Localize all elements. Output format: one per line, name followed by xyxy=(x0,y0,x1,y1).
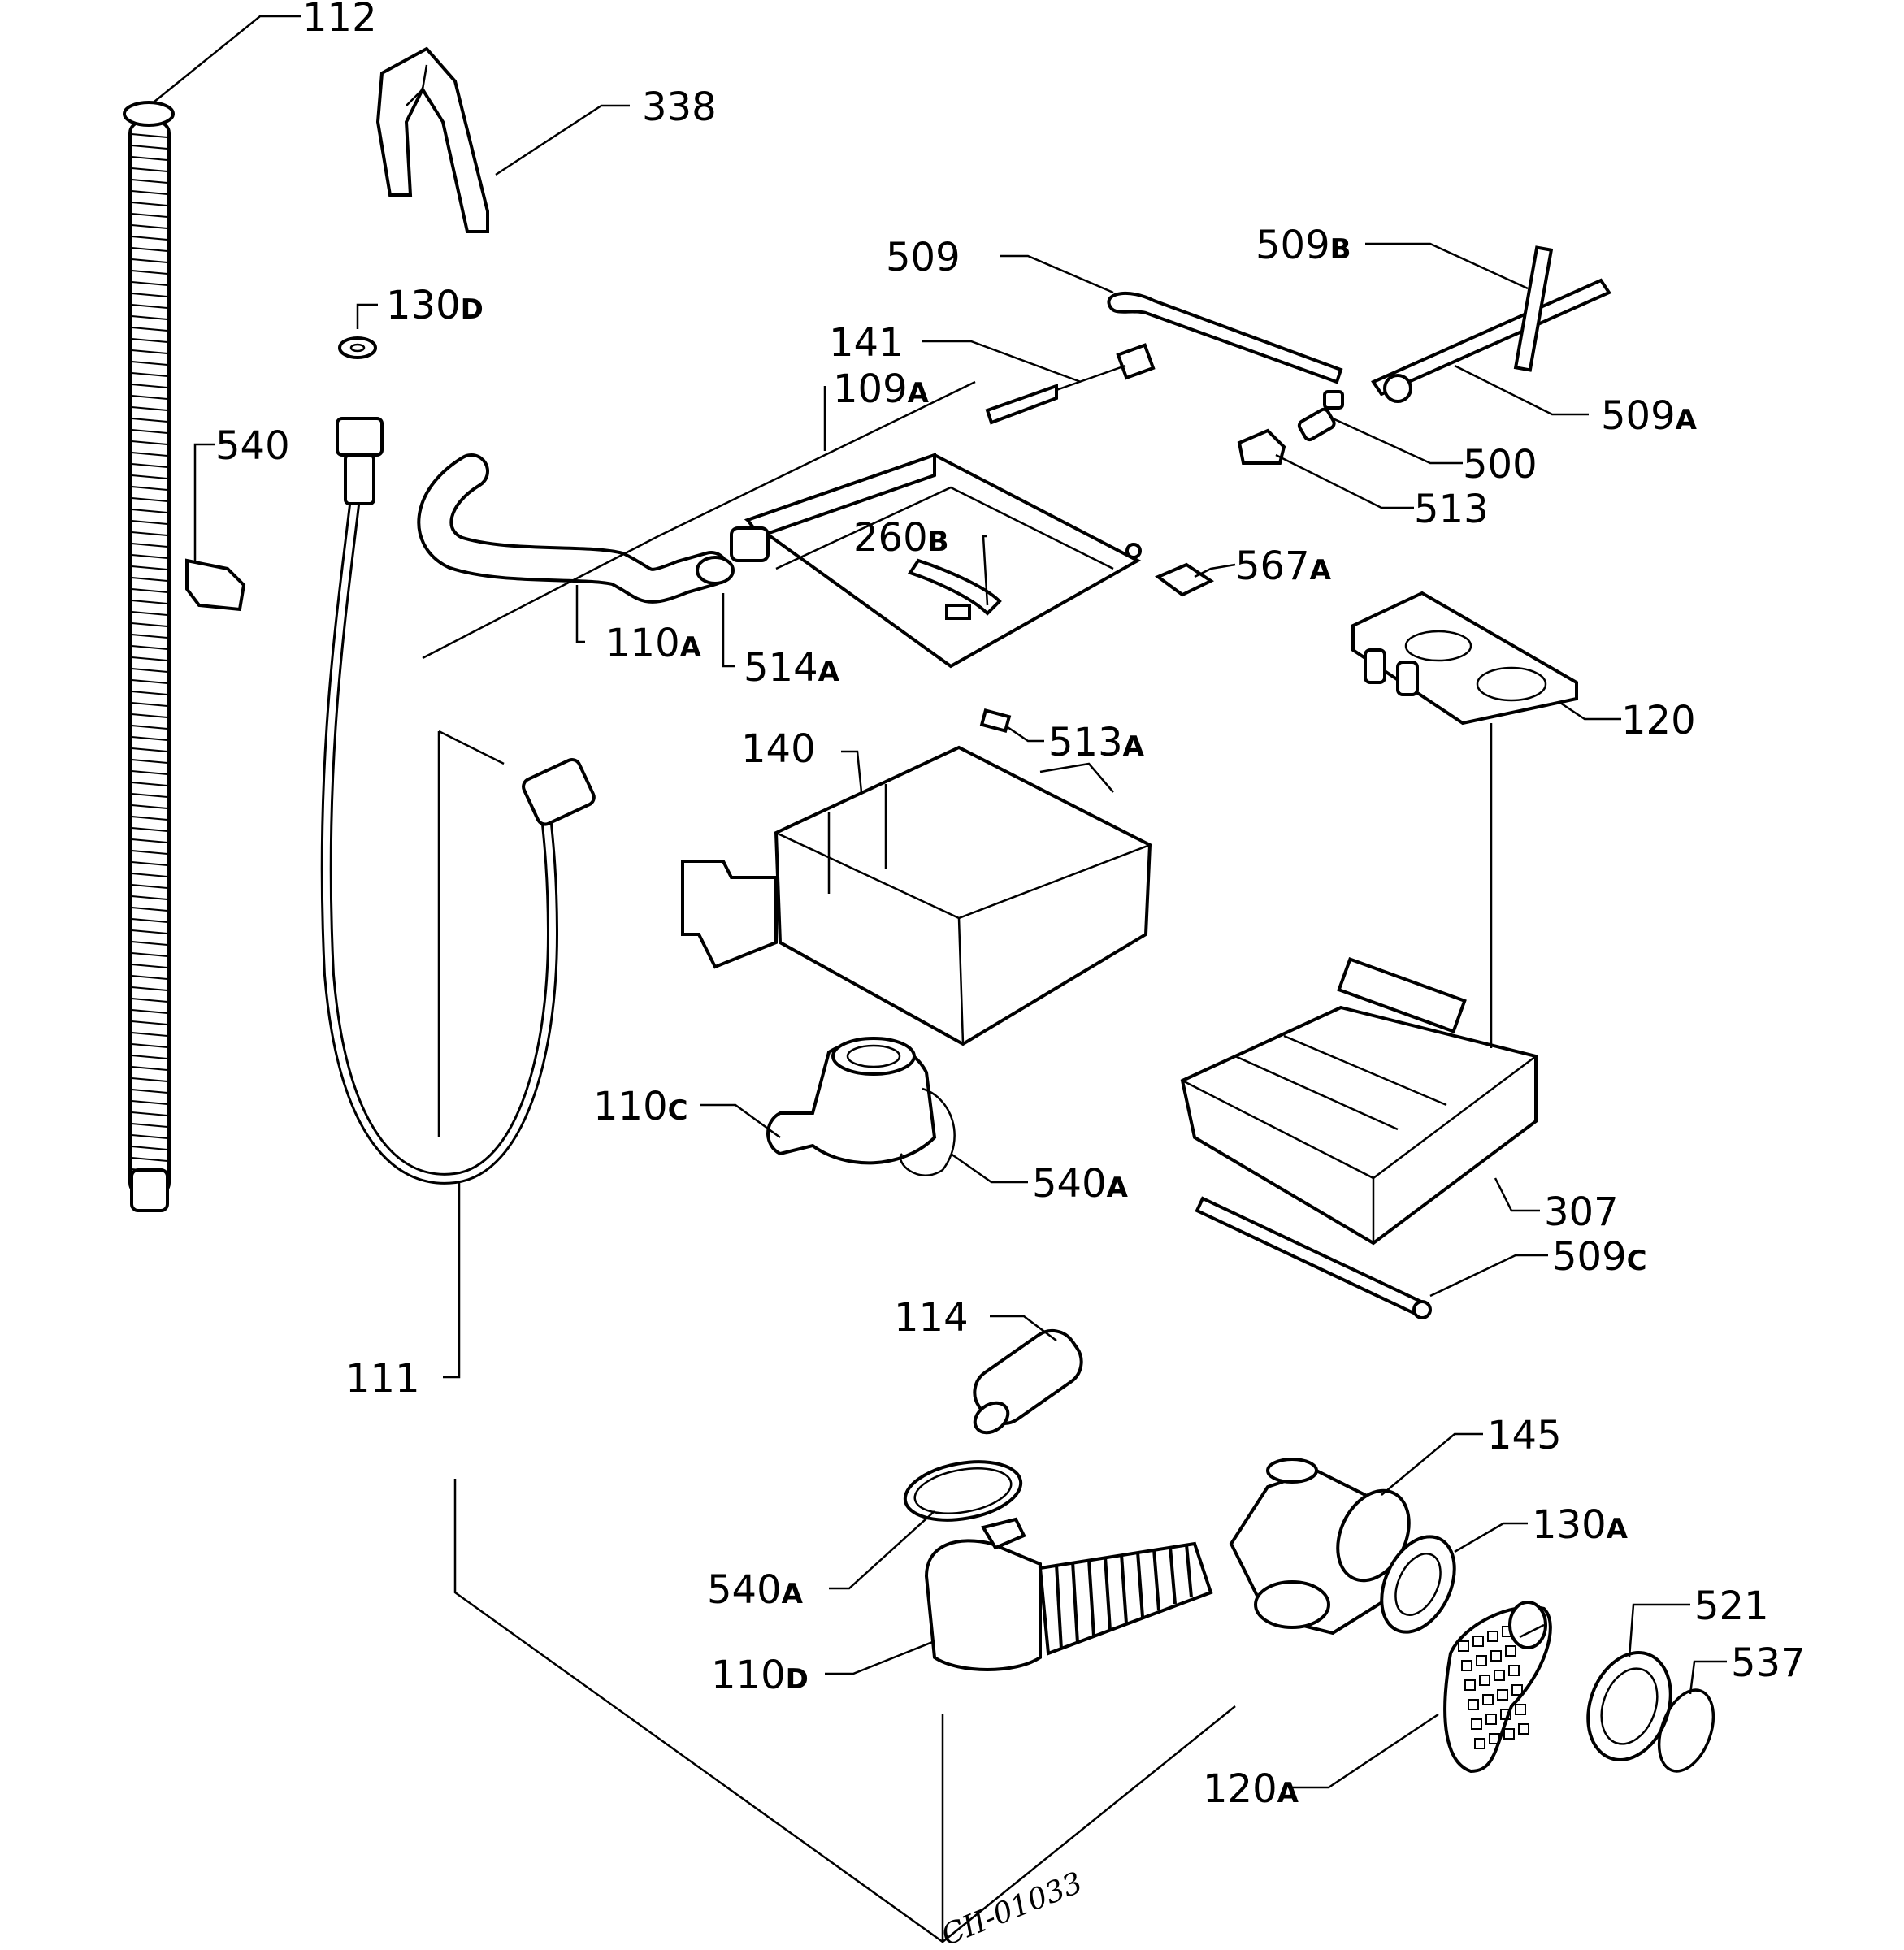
part-509c-rod xyxy=(1195,1196,1432,1320)
part-114-sensor xyxy=(973,1328,1083,1435)
label-540a-top: 540A xyxy=(1032,1161,1129,1207)
part-513-bracket xyxy=(1237,428,1286,465)
label-307: 307 xyxy=(1544,1190,1619,1235)
part-500-pin xyxy=(1297,390,1344,442)
label-537: 537 xyxy=(1731,1640,1806,1686)
label-540: 540 xyxy=(215,423,290,469)
label-540a-bottom: 540A xyxy=(707,1567,804,1613)
part-513a-clip xyxy=(979,708,1012,734)
part-110c-elbow xyxy=(766,1037,956,1176)
part-509-lever xyxy=(1107,291,1343,384)
label-109a: 109A xyxy=(833,366,930,412)
label-513a: 513A xyxy=(1048,720,1145,765)
part-120-dispenser-lid xyxy=(1351,591,1578,726)
label-260b: 260B xyxy=(853,515,949,561)
part-130d-washer xyxy=(338,336,377,359)
label-338: 338 xyxy=(642,84,717,130)
label-141: 141 xyxy=(829,320,904,366)
label-509c: 509C xyxy=(1552,1234,1647,1280)
label-509b: 509B xyxy=(1256,223,1351,268)
part-120a-filter xyxy=(1443,1601,1552,1774)
label-112: 112 xyxy=(302,0,377,41)
part-540-clip xyxy=(185,558,246,612)
label-130a: 130A xyxy=(1532,1502,1629,1548)
label-120a: 120A xyxy=(1203,1766,1299,1812)
part-141-sensor xyxy=(985,343,1156,425)
label-130d: 130D xyxy=(386,283,484,328)
label-114: 114 xyxy=(894,1295,969,1341)
leader-lines xyxy=(154,15,1727,1789)
part-509a-rod xyxy=(1371,245,1611,403)
part-110a-hose xyxy=(417,453,729,604)
label-145: 145 xyxy=(1487,1413,1562,1458)
label-509a: 509A xyxy=(1601,393,1698,439)
part-140-dispenser-housing xyxy=(681,745,1152,1046)
drawing-code: CII-01033 xyxy=(937,1866,1087,1950)
label-509: 509 xyxy=(886,235,961,280)
label-110d: 110D xyxy=(711,1653,809,1698)
label-500: 500 xyxy=(1463,442,1538,488)
part-537-seal xyxy=(1657,1688,1715,1773)
part-338-hose-hook xyxy=(375,46,489,233)
label-514a: 514A xyxy=(744,645,840,691)
part-109a-valve-plate xyxy=(730,453,1142,669)
label-513: 513 xyxy=(1414,487,1489,532)
part-307-drawer xyxy=(1180,956,1538,1246)
part-112-corrugated-hose xyxy=(123,101,175,1212)
cabinet-outline xyxy=(422,380,1545,1944)
part-514a-fitting xyxy=(696,556,735,585)
label-521: 521 xyxy=(1694,1584,1769,1629)
part-540a-clamp xyxy=(903,1460,1023,1522)
part-567a-clip xyxy=(1154,562,1215,597)
label-110a: 110A xyxy=(605,621,702,666)
label-111: 111 xyxy=(345,1356,420,1402)
part-111-inlet-hose xyxy=(320,417,596,1185)
label-140: 140 xyxy=(741,726,816,772)
part-130a-ring xyxy=(1380,1535,1456,1634)
label-567a: 567A xyxy=(1235,544,1332,589)
part-521-cap xyxy=(1586,1651,1672,1762)
label-110c: 110C xyxy=(593,1084,688,1129)
label-120: 120 xyxy=(1621,698,1696,743)
part-110d-bellows xyxy=(924,1517,1213,1671)
